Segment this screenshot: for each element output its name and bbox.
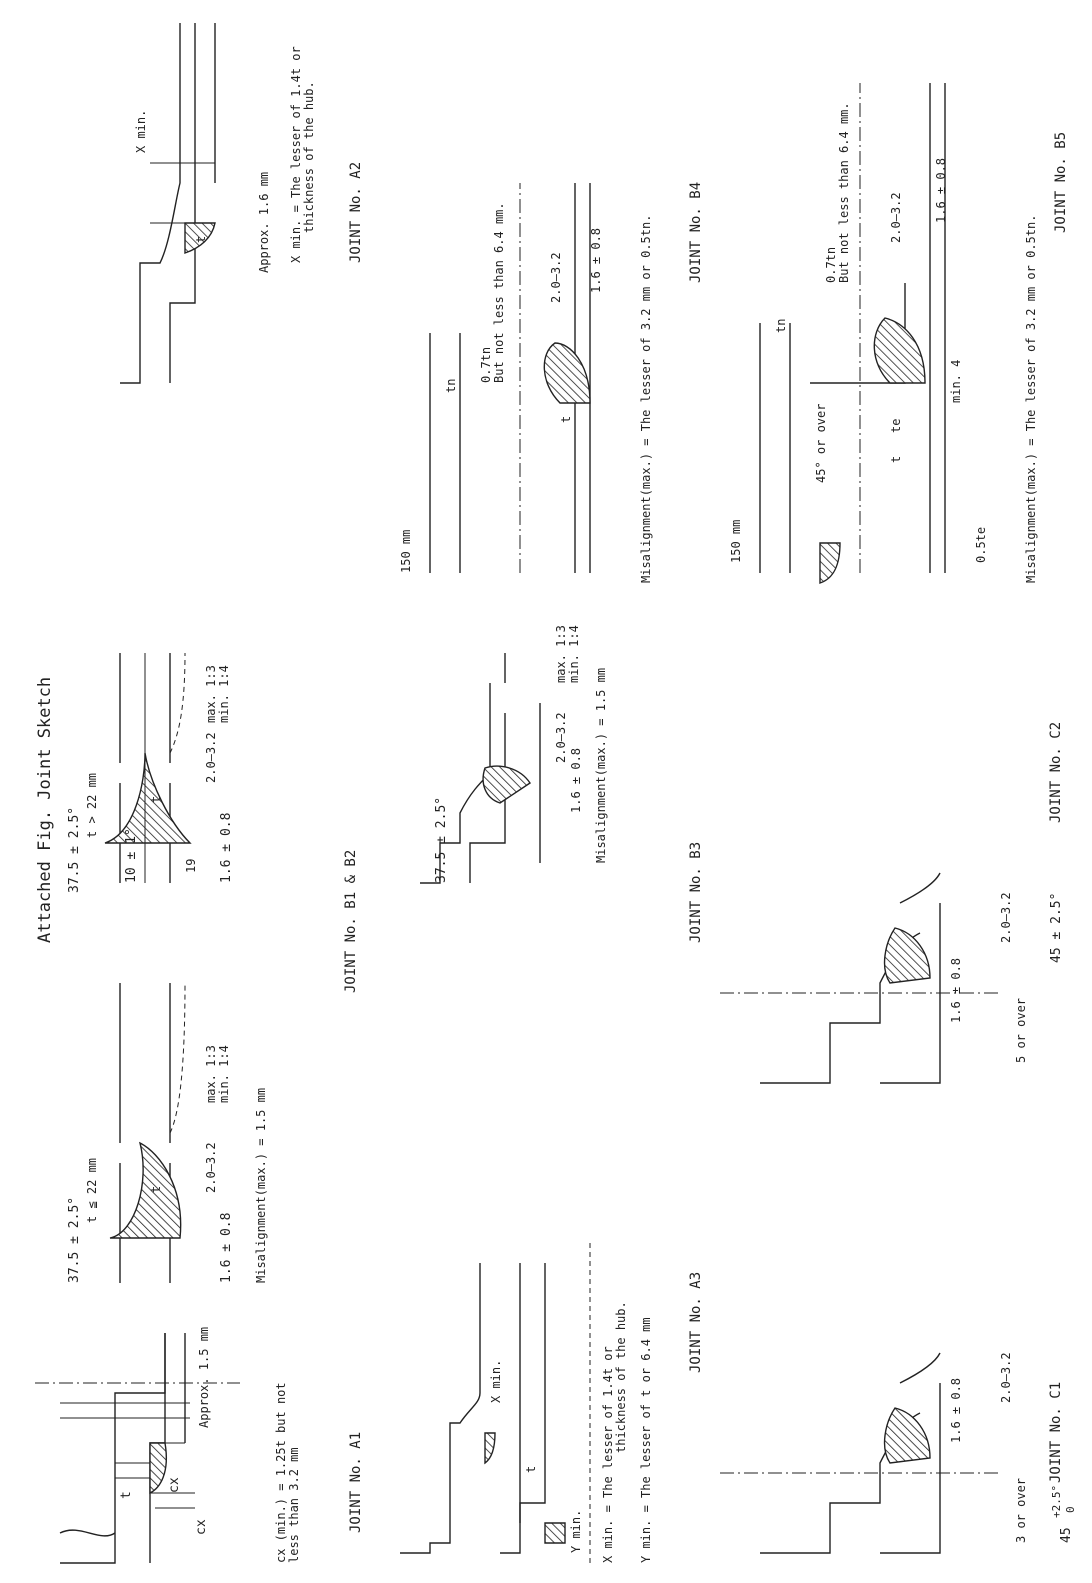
joint-a1-cx-label-2: cx bbox=[194, 1519, 209, 1535]
joint-a1-note-1: cx (min.) = 1.25t but not bbox=[274, 1382, 288, 1563]
joint-a1-note-2: less than 3.2 mm bbox=[287, 1447, 301, 1563]
joint-a2-note-1: X min. = The lesser of 1.4t or bbox=[289, 46, 303, 263]
joint-b5-gap: 2.0—3.2 bbox=[889, 192, 903, 243]
joint-b1b2-gap-right: 2.0—3.2 bbox=[204, 732, 218, 783]
joint-c2-root-face: 1.6 ± 0.8 bbox=[949, 958, 963, 1023]
joint-b5-angle: 45° or over bbox=[814, 404, 828, 483]
joint-b1b2-angle-left: 37.5 ± 2.5° bbox=[67, 1197, 82, 1283]
joint-b1b2-taper-min-left: min. 1:4 bbox=[217, 1045, 231, 1103]
joint-b3-gap: 2.0—3.2 bbox=[554, 712, 568, 763]
joint-b5-fillet: 0.7tn bbox=[824, 247, 838, 283]
joint-b1b2-cond-right: t > 22 mm bbox=[85, 773, 99, 838]
joint-b1b2-taper-min-right: min. 1:4 bbox=[217, 665, 231, 723]
joint-b3-sketch bbox=[420, 653, 541, 884]
joint-c1-name: JOINT No. C1 bbox=[1048, 1382, 1064, 1483]
joint-c1-angle: 45 bbox=[1059, 1527, 1074, 1543]
joint-b3-angle: 37.5 ± 2.5° bbox=[434, 797, 449, 883]
joint-b1b2-gap-left: 2.0—3.2 bbox=[204, 1142, 218, 1193]
joint-b1b2-sketch bbox=[104, 652, 192, 1283]
joint-b3-name: JOINT No. B3 bbox=[688, 842, 704, 943]
joint-b4-name: JOINT No. B4 bbox=[688, 182, 704, 283]
joint-a3-name: JOINT No. A3 bbox=[688, 1272, 704, 1373]
joint-b1b2-dim19: 19 bbox=[184, 859, 198, 873]
joint-a2-name: JOINT No. A2 bbox=[348, 162, 364, 263]
joint-c2-name: JOINT No. C2 bbox=[1048, 722, 1064, 823]
joint-b3-misalign: Misalignment(max.) = 1.5 mm bbox=[594, 668, 608, 863]
joint-c2-angle: 45 ± 2.5° bbox=[1049, 893, 1064, 963]
joint-a3-note-2: thickness of the hub. bbox=[614, 1301, 628, 1453]
joint-b1b2-name: JOINT No. B1 & B2 bbox=[343, 850, 359, 993]
joint-b4-t: t bbox=[559, 416, 573, 423]
joint-a1-approx: Approx. 1.5 mm bbox=[197, 1327, 211, 1428]
joint-c1-root-face: 1.6 ± 0.8 bbox=[949, 1378, 963, 1443]
joint-a2-sketch bbox=[120, 23, 216, 384]
joint-b5-root-face: 1.6 ± 0.8 bbox=[934, 158, 948, 223]
joint-a3-note-3: Y min. = The lesser of t or 6.4 mm bbox=[639, 1317, 653, 1563]
page-title: Attached Fig. Joint Sketch bbox=[35, 677, 55, 943]
joint-b1b2-taper-max-left: max. 1:3 bbox=[204, 1045, 218, 1103]
joint-c1-over: 3 or over bbox=[1014, 1478, 1028, 1543]
joint-b4-misalign: Misalignment(max.) = The lesser of 3.2 m… bbox=[639, 215, 653, 583]
joint-a2-xmin: X min. bbox=[134, 110, 148, 153]
joint-c1-sketch bbox=[720, 1352, 1000, 1554]
joint-a1-t-label: t bbox=[119, 1491, 134, 1499]
joint-a3-t: t bbox=[524, 1466, 538, 1473]
joint-a3-ymin: Y min. bbox=[569, 1510, 583, 1553]
joint-a2-approx: Approx. 1.6 mm bbox=[257, 172, 271, 273]
joint-b1b2-t-right: t bbox=[149, 796, 163, 803]
joint-b5-half-te: 0.5te bbox=[974, 527, 988, 563]
joint-a1-cx-label: cx bbox=[167, 1477, 182, 1493]
joint-b5-sketch bbox=[759, 83, 946, 584]
joint-b4-fillet: 0.7tn bbox=[479, 347, 493, 383]
joint-b5-misalign: Misalignment(max.) = The lesser of 3.2 m… bbox=[1024, 215, 1038, 583]
joint-b1b2-root-face-left: 1.6 ± 0.8 bbox=[219, 1213, 234, 1283]
joint-b1b2-taper-max-right: max. 1:3 bbox=[204, 665, 218, 723]
joint-a1-name: JOINT No. A1 bbox=[348, 1432, 364, 1533]
joint-b4-root-face: 1.6 ± 0.8 bbox=[589, 228, 603, 293]
joint-c2-gap: 2.0—3.2 bbox=[999, 892, 1013, 943]
joint-a1-sketch bbox=[35, 1333, 240, 1564]
joint-b3-taper-max: max. 1:3 bbox=[554, 625, 568, 683]
joint-c2-over: 5 or over bbox=[1014, 998, 1028, 1063]
joint-b5-fillet-2: But not less than 6.4 mm. bbox=[837, 102, 851, 283]
joint-b1b2-cond-left: t ≦ 22 mm bbox=[85, 1158, 99, 1223]
joint-b5-tn: tn bbox=[774, 319, 788, 333]
joint-b1b2-misalign: Misalignment(max.) = 1.5 mm bbox=[254, 1088, 268, 1283]
joint-b1b2-angle-right: 37.5 ± 2.5° bbox=[67, 807, 82, 893]
joint-a3-note-1: X min. = The lesser of 1.4t or bbox=[601, 1346, 615, 1563]
joint-b4-gap: 2.0—3.2 bbox=[549, 252, 563, 303]
joint-c1-angle-tol0: 0 bbox=[1064, 1506, 1077, 1513]
joint-c1-gap: 2.0—3.2 bbox=[999, 1352, 1013, 1403]
joint-b1b2-bevel: 10 ± 1° bbox=[124, 828, 139, 883]
joint-b4-tn: tn bbox=[444, 379, 458, 393]
joint-b4-fillet-2: But not less than 6.4 mm. bbox=[492, 202, 506, 383]
joint-b5-t: t bbox=[889, 456, 903, 463]
joint-a3-xmin: X min. bbox=[489, 1360, 503, 1403]
joint-a3-sketch bbox=[400, 1243, 591, 1563]
joint-b3-taper-min: min. 1:4 bbox=[567, 625, 581, 683]
joint-b1b2-root-face-right: 1.6 ± 0.8 bbox=[219, 813, 234, 883]
joint-c2-sketch bbox=[720, 872, 1000, 1084]
joint-b4-dim150: 150 mm bbox=[399, 530, 413, 573]
joint-c1-angle-tol: +2.5° bbox=[1050, 1485, 1063, 1518]
joint-b3-root-face: 1.6 ± 0.8 bbox=[569, 748, 583, 813]
joint-b1b2-t-left: t bbox=[149, 1186, 163, 1193]
joint-b4-sketch bbox=[429, 183, 591, 573]
joint-a2-note-2: thickness of the hub. bbox=[302, 81, 316, 233]
joint-b5-name: JOINT No. B5 bbox=[1053, 132, 1069, 233]
joint-b5-dim150: 150 mm bbox=[729, 520, 743, 563]
joint-b5-min4: min. 4 bbox=[949, 360, 963, 403]
joint-b5-te: te bbox=[889, 419, 903, 433]
joint-a2-t: t bbox=[194, 236, 208, 243]
